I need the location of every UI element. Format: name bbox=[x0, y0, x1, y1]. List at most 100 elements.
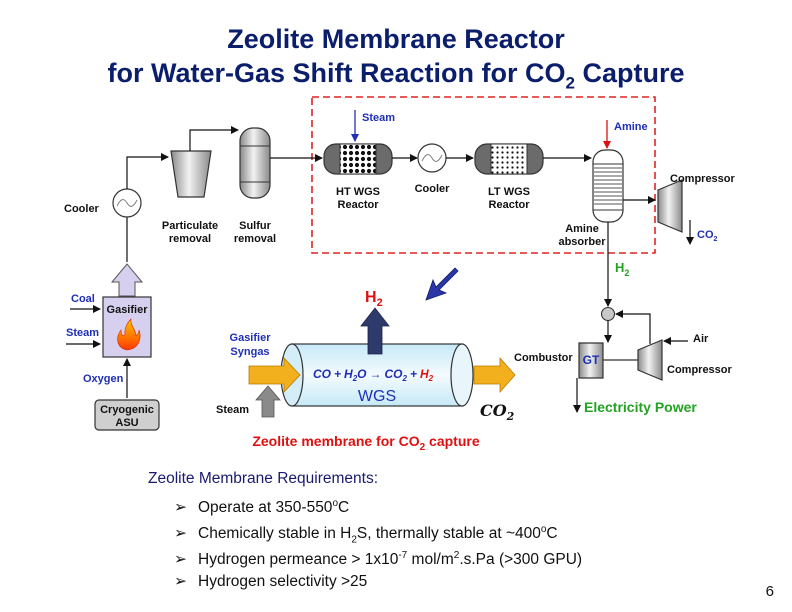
bullet-arrow-icon: ➢ bbox=[174, 499, 187, 517]
title-line2: for Water-Gas Shift Reaction for CO2 Cap… bbox=[0, 56, 792, 100]
h2-red-label: H2 bbox=[365, 289, 383, 309]
compressor-top-label: Compressor bbox=[670, 173, 736, 185]
gasifier-syngas-label-1: Gasifier bbox=[230, 332, 272, 344]
req3-text: Hydrogen permeance > 1x10 bbox=[198, 551, 399, 569]
co2-out-main: CO bbox=[697, 229, 714, 241]
cooler-mid-label: Cooler bbox=[415, 183, 451, 195]
title-line2-text: for Water-Gas Shift Reaction for CO bbox=[107, 58, 566, 88]
steam-top-label: Steam bbox=[362, 112, 395, 124]
req4-text: Hydrogen selectivity >25 bbox=[198, 573, 368, 590]
mixer-node bbox=[600, 306, 616, 322]
co2-big-label: CO2 bbox=[480, 401, 515, 423]
particulate-label-2: removal bbox=[169, 233, 211, 245]
bullet-arrow-icon: ➢ bbox=[174, 573, 187, 590]
flame-icon bbox=[117, 318, 141, 351]
zeolite-caption-post: capture bbox=[425, 433, 480, 449]
h2-green-sub: 2 bbox=[624, 268, 629, 278]
cryo-label-1: Cryogenic bbox=[100, 404, 154, 416]
h2-red-sub: 2 bbox=[377, 297, 383, 309]
req2-text: Chemically stable in H bbox=[198, 525, 352, 543]
co2-out-sub: 2 bbox=[714, 236, 718, 243]
cryogenic-asu bbox=[94, 399, 160, 431]
requirement-item: ➢ Operate at 350-550oC bbox=[174, 494, 582, 517]
gas-turbine bbox=[578, 342, 604, 379]
wgs-label: WGS bbox=[358, 388, 396, 405]
co2-big-sub: 2 bbox=[506, 410, 515, 423]
zoom-pointer-arrow bbox=[425, 267, 459, 301]
coal-label: Coal bbox=[71, 293, 95, 305]
combustor-label: Combustor bbox=[514, 352, 573, 364]
eq-h-sub: 2 bbox=[352, 374, 358, 383]
wgs-section-box bbox=[311, 96, 656, 254]
compressor-bottom bbox=[637, 339, 663, 381]
ht-wgs-reactor bbox=[323, 143, 393, 175]
requirements-heading: Zeolite Membrane Requirements: bbox=[148, 470, 379, 487]
eq-h2: H bbox=[420, 367, 429, 381]
requirements-list: ➢Operate at 350-550oC ➢Chemically stable… bbox=[148, 494, 582, 592]
req2-mid: S, thermally stable at ~400 bbox=[356, 525, 541, 543]
req1-text: Operate at 350-550 bbox=[198, 499, 333, 517]
lt-wgs-label-1: LT WGS bbox=[488, 186, 530, 198]
req3-end: .s.Pa (>300 GPU) bbox=[459, 551, 583, 569]
eq-co: CO bbox=[313, 367, 332, 381]
eq-arrow: → bbox=[369, 367, 381, 381]
particulate-label-1: Particulate bbox=[162, 220, 218, 232]
eq-o: O bbox=[357, 367, 367, 381]
h2-green-main: H bbox=[615, 260, 624, 275]
outlet-arrow bbox=[473, 356, 516, 394]
requirements-block: Zeolite Membrane Requirements: ➢ Operate … bbox=[148, 470, 582, 598]
req3-sup: -7 bbox=[398, 550, 408, 561]
page-number: 6 bbox=[765, 583, 774, 600]
h2-permeate-arrow bbox=[360, 307, 390, 355]
amine-absorber-label-2: absorber bbox=[558, 236, 606, 248]
requirement-item: ➢ Hydrogen selectivity >25 bbox=[174, 572, 582, 592]
gasifier-label: Gasifier bbox=[107, 304, 149, 316]
eq-co2-sub: 2 bbox=[401, 374, 407, 383]
zeolite-caption: Zeolite membrane for CO2 capture bbox=[252, 433, 480, 453]
co2-big-main: CO bbox=[480, 401, 507, 420]
amine-absorber-label-1: Amine bbox=[565, 223, 599, 235]
bullet-arrow-icon: ➢ bbox=[174, 525, 187, 543]
requirement-item: ➢ Hydrogen permeance > 1x10-7 mol/m2.s.Pa… bbox=[174, 546, 583, 569]
req3-sup2: 2 bbox=[453, 550, 460, 561]
bullet-arrow-icon: ➢ bbox=[174, 551, 187, 569]
steam-bottom-arrow bbox=[255, 385, 281, 418]
title-line2-end: Capture bbox=[574, 58, 685, 88]
compressor-bottom-label: Compressor bbox=[667, 364, 733, 376]
req3-mid: mol/m bbox=[407, 551, 454, 569]
h2-red-main: H bbox=[365, 289, 377, 306]
co2-out-label: CO2 bbox=[697, 229, 718, 243]
steam-bottom-label: Steam bbox=[216, 404, 249, 416]
particulate-removal bbox=[170, 150, 212, 198]
eq-plus2: + bbox=[410, 367, 417, 381]
req2-sup: o bbox=[540, 524, 547, 535]
eq-h: H bbox=[344, 367, 353, 381]
sulfur-label-1: Sulfur bbox=[239, 220, 271, 232]
gasifier-output-arrow bbox=[110, 263, 144, 297]
title-line1: Zeolite Membrane Reactor bbox=[227, 24, 565, 54]
eq-plus1: + bbox=[334, 367, 341, 381]
cooler-left-label: Cooler bbox=[64, 203, 100, 215]
electricity-label: Electricity Power bbox=[584, 399, 697, 415]
req1-end: C bbox=[338, 499, 350, 517]
gasifier-syngas-label-2: Syngas bbox=[230, 346, 269, 358]
gt-label: GT bbox=[583, 353, 600, 367]
amine-label: Amine bbox=[614, 121, 648, 133]
air-label: Air bbox=[693, 333, 709, 345]
sulfur-label-2: removal bbox=[234, 233, 276, 245]
zeolite-caption-pre: Zeolite membrane for CO bbox=[252, 433, 419, 449]
zeolite-caption-sub: 2 bbox=[420, 442, 426, 453]
cryo-label-2: ASU bbox=[115, 417, 138, 429]
eq-co2: CO bbox=[384, 367, 403, 381]
h2-green-label: H2 bbox=[615, 260, 629, 278]
compressor-top bbox=[657, 179, 683, 233]
amine-absorber bbox=[592, 149, 624, 223]
ht-wgs-label-1: HT WGS bbox=[336, 186, 380, 198]
req2-sub: 2 bbox=[351, 534, 357, 546]
lt-wgs-label-2: Reactor bbox=[489, 199, 531, 211]
wgs-equation: CO+H2O→CO2+H2 bbox=[313, 367, 434, 383]
steam-left-label: Steam bbox=[66, 327, 99, 339]
ht-wgs-label-2: Reactor bbox=[338, 199, 380, 211]
req1-sup: o bbox=[332, 498, 338, 509]
